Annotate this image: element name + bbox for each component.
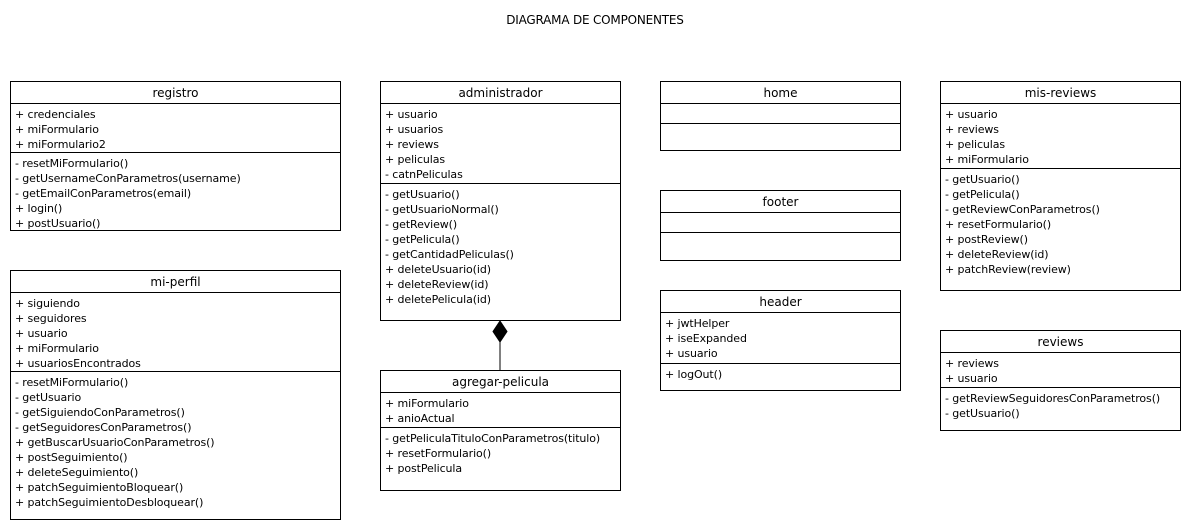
class-attribute: + usuario xyxy=(665,347,718,360)
class-method: - getReviewSeguidoresConParametros() xyxy=(945,392,1161,405)
class-method: + resetFormulario() xyxy=(385,447,492,460)
class-name: home xyxy=(661,82,900,104)
class-method: - getUsernameConParametros(username) xyxy=(15,172,241,185)
diagram-title: DIAGRAMA DE COMPONENTES xyxy=(506,13,684,27)
methods-section: - resetMiFormulario() - getUsernameConPar… xyxy=(11,153,340,235)
class-attribute: + usuario xyxy=(945,372,998,385)
class-method: + patchSeguimientoBloquear() xyxy=(15,481,184,494)
class-attribute: + miFormulario xyxy=(385,397,469,410)
attributes-section: + usuario + reviews + peliculas + miFormula… xyxy=(941,104,1180,169)
attributes-section: + credenciales + miFormulario + miFormular… xyxy=(11,104,340,153)
class-method: + login() xyxy=(15,202,63,215)
class-attribute: + iseExpanded xyxy=(665,332,747,345)
class-method: + postReview() xyxy=(945,233,1028,246)
class-mis-reviews[interactable]: mis-reviews + usuario + reviews + pelicula… xyxy=(940,81,1181,291)
class-attribute: + miFormulario xyxy=(15,342,99,355)
methods-section: - resetMiFormulario() - getUsuario - getSi… xyxy=(11,372,340,514)
class-header[interactable]: header + jwtHelper + iseExpanded + usuario… xyxy=(660,290,901,391)
class-method: - getUsuario() xyxy=(385,188,460,201)
methods-section: - getReviewSeguidoresConParametros() - ge… xyxy=(941,388,1180,425)
class-method: + deleteSeguimiento() xyxy=(15,466,139,479)
class-method: - getCantidadPeliculas() xyxy=(385,248,514,261)
class-method: - getSeguidoresConParametros() xyxy=(15,421,192,434)
class-name: mi-perfil xyxy=(11,271,340,293)
class-attribute: + usuario xyxy=(15,327,68,340)
attributes-section xyxy=(661,104,900,124)
class-reviews[interactable]: reviews + reviews + usuario - getReviewSe… xyxy=(940,330,1181,431)
class-method: + postSeguimiento() xyxy=(15,451,128,464)
class-method: - resetMiFormulario() xyxy=(15,376,129,389)
class-attribute: + credenciales xyxy=(15,108,96,121)
methods-section: + logOut() xyxy=(661,364,900,386)
class-method: - resetMiFormulario() xyxy=(15,157,129,170)
attributes-section: + jwtHelper + iseExpanded + usuario xyxy=(661,313,900,364)
class-method: - getPelicula() xyxy=(945,188,1020,201)
class-method: + postUsuario() xyxy=(15,217,101,230)
class-name: registro xyxy=(11,82,340,104)
class-mi-perfil[interactable]: mi-perfil + siguiendo + seguidores + usuar… xyxy=(10,270,341,520)
class-method: - getReview() xyxy=(385,218,458,231)
class-attribute: + reviews xyxy=(945,357,999,370)
class-method: + deleteUsuario(id) xyxy=(385,263,491,276)
class-attribute: + usuario xyxy=(385,108,438,121)
class-method: - getUsuario xyxy=(15,391,82,404)
class-agregar-pelicula[interactable]: agregar-pelicula + miFormulario + anioAct… xyxy=(380,370,621,491)
attributes-section xyxy=(661,213,900,233)
class-method: - getEmailConParametros(email) xyxy=(15,187,192,200)
class-name: header xyxy=(661,291,900,313)
class-attribute: - catnPeliculas xyxy=(385,168,463,181)
class-attribute: + miFormulario xyxy=(945,153,1029,166)
class-attribute: + reviews xyxy=(385,138,439,151)
class-method: + patchReview(review) xyxy=(945,263,1071,276)
attributes-section: + miFormulario + anioActual xyxy=(381,393,620,428)
class-administrador[interactable]: administrador + usuario + usuarios + revie… xyxy=(380,81,621,321)
attributes-section: + reviews + usuario xyxy=(941,353,1180,388)
attributes-section: + siguiendo + seguidores + usuario + miForm… xyxy=(11,293,340,372)
class-attribute: + anioActual xyxy=(385,412,455,425)
composition-diamond xyxy=(492,320,508,343)
class-name: administrador xyxy=(381,82,620,104)
class-home[interactable]: home xyxy=(660,81,901,151)
class-method: - getUsuario() xyxy=(945,173,1020,186)
class-method: - getPeliculaTituloConParametros(titulo) xyxy=(385,432,601,445)
class-method: + getBuscarUsuarioConParametros() xyxy=(15,436,215,449)
class-method: - getReviewConParametros() xyxy=(945,203,1100,216)
class-method: - getUsuarioNormal() xyxy=(385,203,499,216)
class-method: + deleteReview(id) xyxy=(385,278,489,291)
class-attribute: + usuario xyxy=(945,108,998,121)
class-attribute: + siguiendo xyxy=(15,297,80,310)
class-attribute: + seguidores xyxy=(15,312,87,325)
class-method: + logOut() xyxy=(665,368,723,381)
class-attribute: + usuariosEncontrados xyxy=(15,357,141,370)
methods-section: - getUsuario() - getUsuarioNormal() - getR… xyxy=(381,184,620,311)
class-footer[interactable]: footer xyxy=(660,190,901,261)
class-attribute: + peliculas xyxy=(385,153,446,166)
class-attribute: + peliculas xyxy=(945,138,1006,151)
class-method: - getPelicula() xyxy=(385,233,460,246)
class-method: - getSiguiendoConParametros() xyxy=(15,406,185,419)
methods-section: - getPeliculaTituloConParametros(titulo)… xyxy=(381,428,620,480)
class-attribute: + jwtHelper xyxy=(665,317,730,330)
class-method: + resetFormulario() xyxy=(945,218,1052,231)
attributes-section: + usuario + usuarios + reviews + peliculas -… xyxy=(381,104,620,184)
class-name: footer xyxy=(661,191,900,213)
class-attribute: + reviews xyxy=(945,123,999,136)
class-attribute: + miFormulario xyxy=(15,123,99,136)
class-method: + postPelicula xyxy=(385,462,463,475)
class-name: reviews xyxy=(941,331,1180,353)
class-method: + deletePelicula(id) xyxy=(385,293,491,306)
class-name: agregar-pelicula xyxy=(381,371,620,393)
class-method: + deleteReview(id) xyxy=(945,248,1049,261)
class-registro[interactable]: registro + credenciales + miFormulario + m… xyxy=(10,81,341,231)
methods-section: - getUsuario() - getPelicula() - getReview… xyxy=(941,169,1180,281)
class-method: - getUsuario() xyxy=(945,407,1020,420)
class-attribute: + miFormulario2 xyxy=(15,138,106,151)
class-name: mis-reviews xyxy=(941,82,1180,104)
class-attribute: + usuarios xyxy=(385,123,444,136)
class-method: + patchSeguimientoDesbloquear() xyxy=(15,496,204,509)
